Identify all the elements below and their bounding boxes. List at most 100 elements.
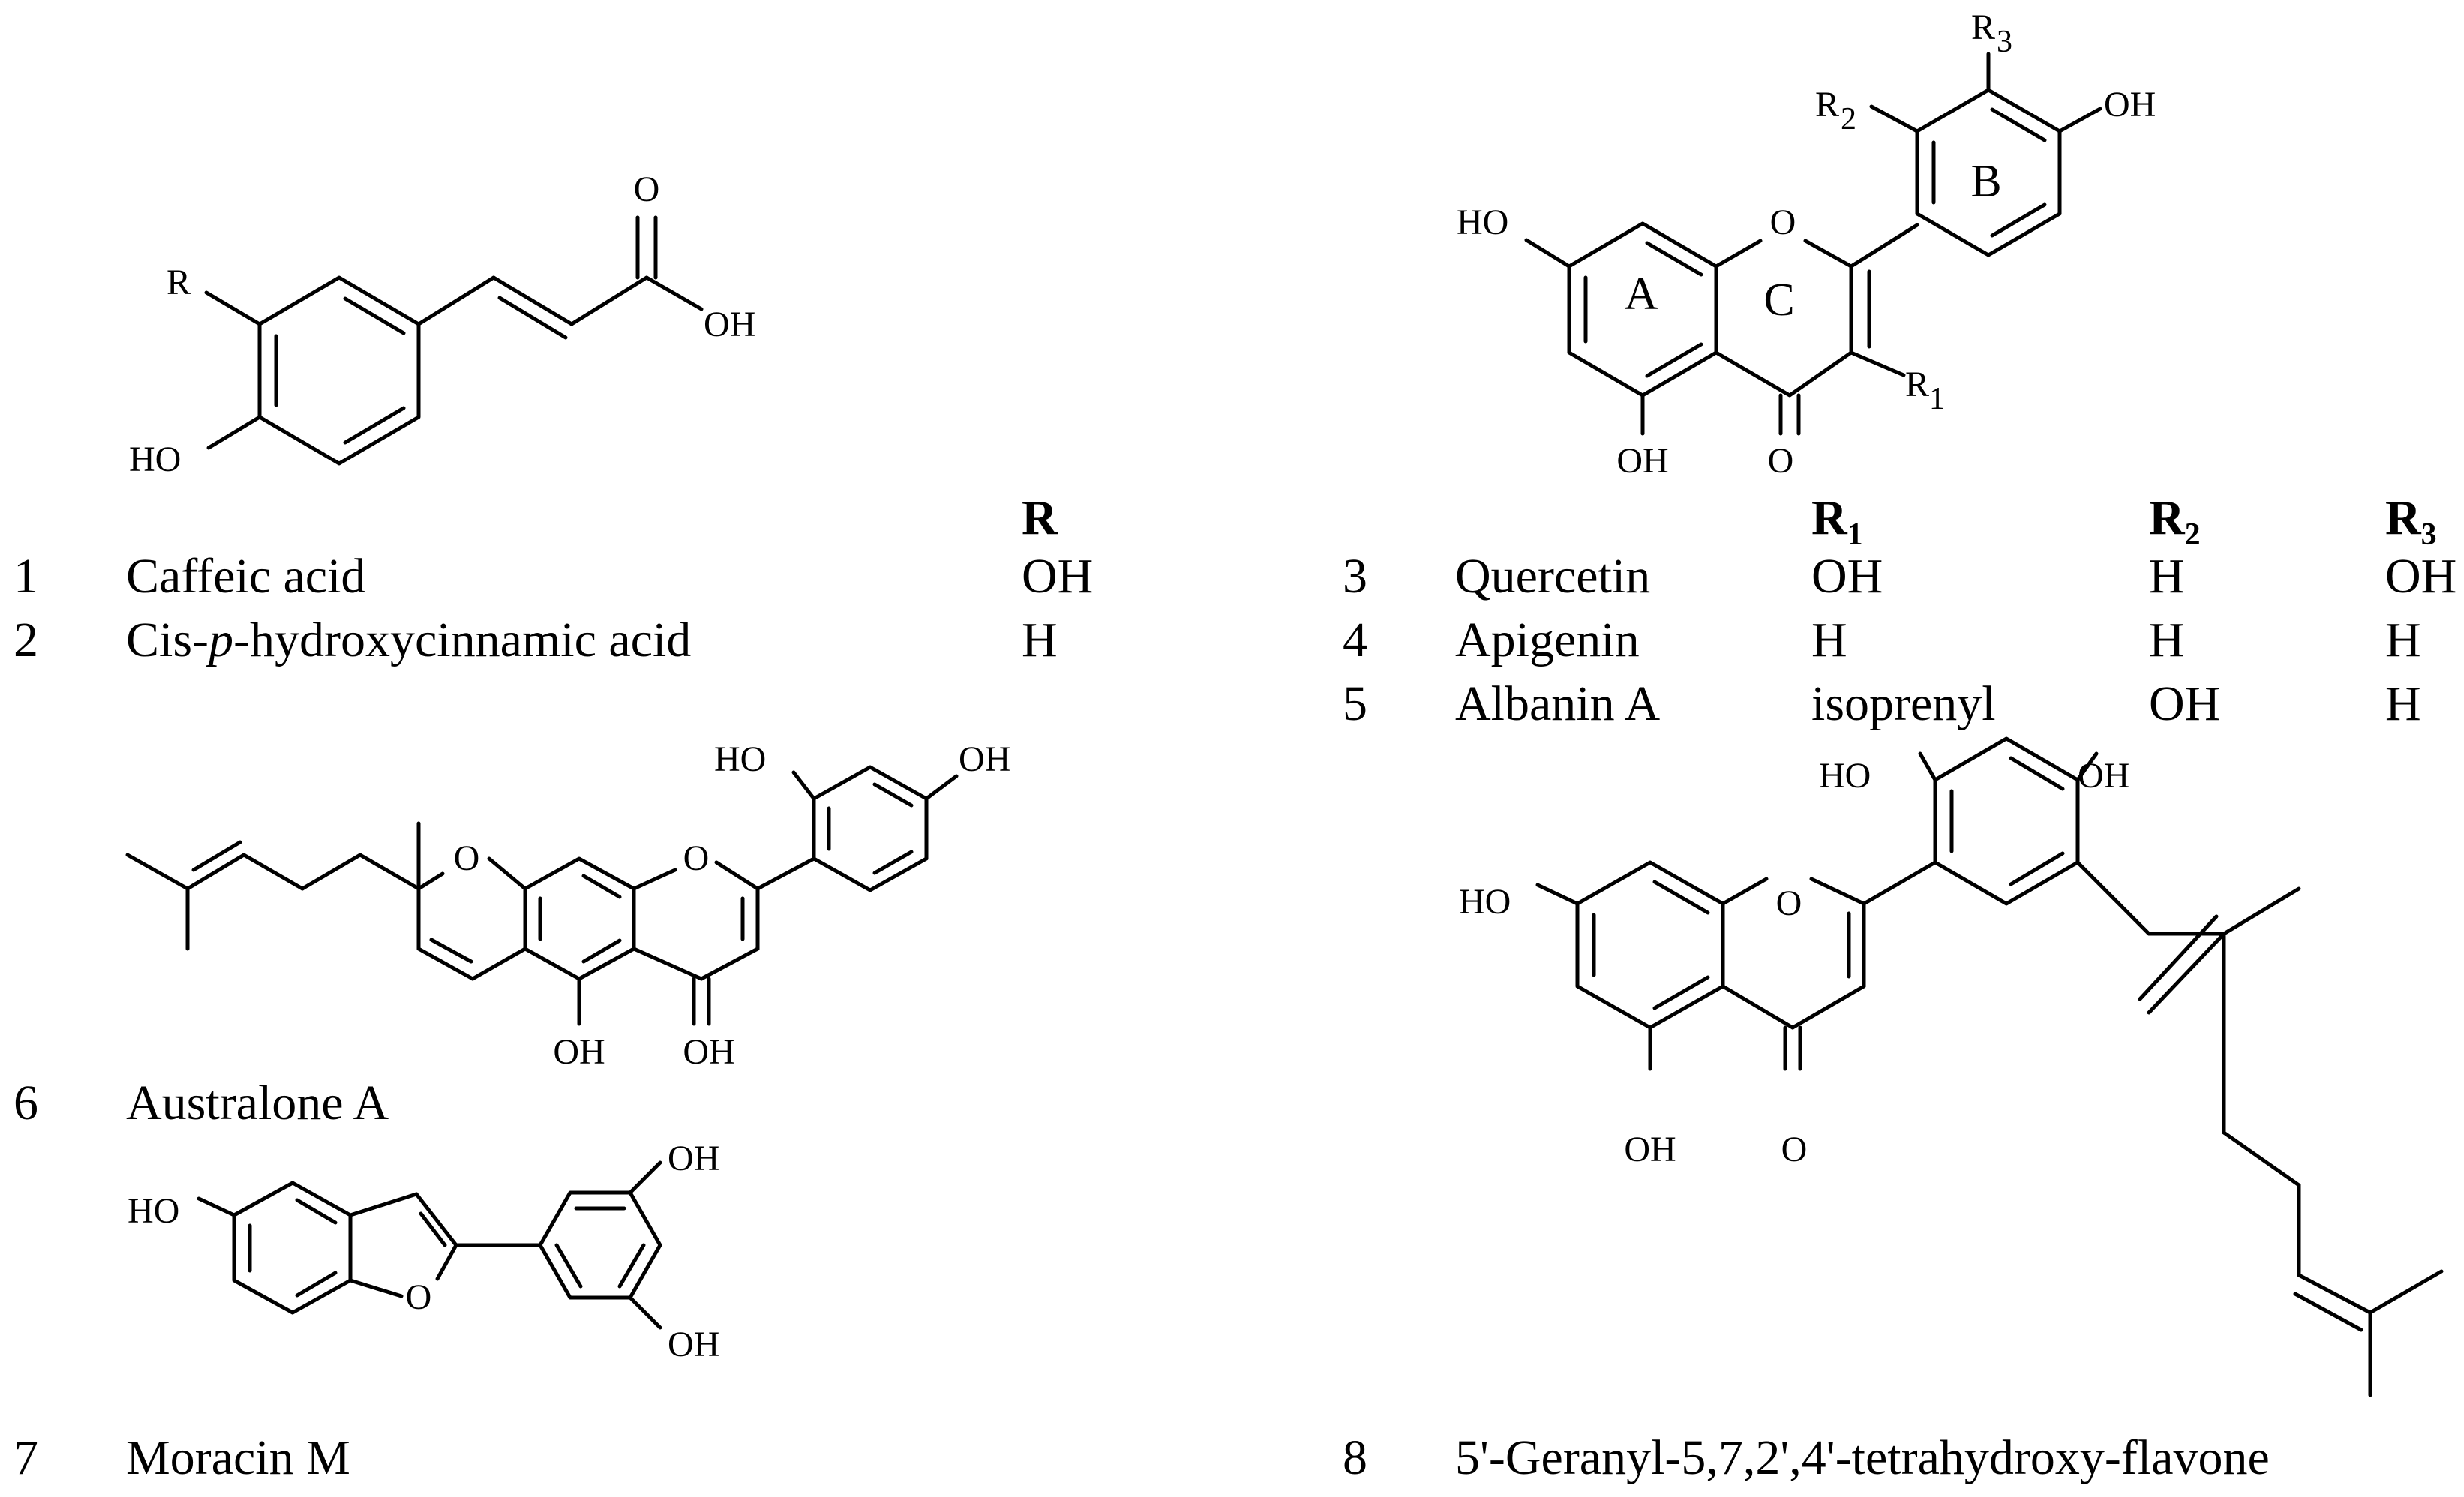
chromone-bond [632, 946, 704, 981]
compound-6-name: Australone A [126, 1076, 389, 1130]
hydroxyl-bond [644, 275, 704, 311]
aromatic-double-bond [872, 850, 914, 875]
acid-hydroxyl: OH [704, 304, 755, 344]
aromatic-double-bond [1645, 241, 1703, 277]
compound-5-number: 5 [1343, 676, 1367, 731]
compound-5-R3: H [2385, 676, 2421, 731]
compound-1-name: Caffeic acid [126, 549, 365, 604]
aromatic-double-bond [1645, 342, 1703, 378]
geranyl-bond [2368, 1269, 2444, 1315]
compound-3-R1: OH [1811, 549, 1883, 604]
phenol-hydroxyl: HO [129, 440, 181, 479]
substituent-R3-index: 3 [1997, 25, 2012, 59]
geranyl-double-bond [2138, 914, 2219, 1001]
aromatic-double-bond [581, 874, 622, 899]
compound-3-R2: H [2149, 549, 2185, 604]
aromatic-double-bond [581, 938, 622, 964]
compound-8-name: 5'-Geranyl-5,7,2',4'-tetrahydroxy-flavon… [1455, 1430, 2270, 1485]
hydroxyl-5: OH [553, 1032, 605, 1072]
hydroxyl-5-prime: OH [668, 1324, 719, 1364]
bond-to-2'-OH [791, 770, 816, 801]
bond-to-7-OH [1524, 238, 1571, 268]
geranyl-bond [2075, 860, 2151, 936]
bond-to-B [1849, 223, 1919, 268]
geranyl-bond [2222, 886, 2301, 936]
compound-8-number: 8 [1343, 1430, 1367, 1485]
carbonyl-oxygen: O [1768, 441, 1794, 481]
hydroxyl-4: OH [683, 1032, 734, 1072]
ring-label-a: A [1625, 268, 1658, 320]
aromatic-double-bond [343, 296, 406, 335]
ring-c-bond [1721, 984, 1795, 1030]
bond-to-OH-bottom [628, 1295, 662, 1330]
aromatic-double-bond [872, 782, 914, 808]
compound-4-R3: H [2385, 613, 2421, 668]
hydroxyl-4-prime: OH [2078, 756, 2129, 796]
header-R2: R2 [2149, 490, 2201, 552]
aromatic-double-bond [1652, 975, 1710, 1010]
compound-3-number: 3 [1343, 549, 1367, 604]
aromatic-double-bond [1652, 880, 1710, 915]
structure-flavonoid-core: O HO OH O R 1 R 2 R 3 OH A C B [1457, 8, 2156, 481]
hydroxyl-6: HO [128, 1191, 179, 1231]
acid-table: R 1 Caffeic acid OH 2 Cis-p-hydroxycinna… [14, 490, 1093, 668]
ring-c-bond [1809, 877, 1866, 906]
aromatic-double-bond [2009, 851, 2065, 886]
carbonyl-oxygen: O [634, 170, 660, 209]
chromone-bond [714, 860, 760, 891]
methyl-bond [125, 853, 190, 891]
chromone-bond [632, 868, 677, 891]
ring-c [1714, 238, 1763, 268]
bond-to-R1 [1849, 350, 1906, 377]
ring-c-bond [1790, 984, 1866, 1030]
hydroxyl-4-prime: OH [959, 740, 1010, 779]
furan-bond [348, 1192, 419, 1217]
header-R1: R1 [1811, 490, 1863, 552]
geranyl-double-bond [2293, 1292, 2363, 1332]
aromatic-double-bond [1990, 107, 2047, 142]
furan-bond [348, 1278, 404, 1298]
compound-3-R3: OH [2385, 549, 2456, 604]
alkene-double-bond [191, 840, 242, 872]
pyran-bond [470, 946, 527, 981]
compound-4-R1: H [1811, 613, 1847, 668]
bond-to-4'-OH [924, 774, 959, 801]
compound-5-name: Albanin A [1455, 676, 1660, 731]
hydroxyl-7: HO [1459, 882, 1511, 922]
compound-3-name: Quercetin [1455, 549, 1650, 604]
structure-australone-a: O O OH OH HO OH [125, 740, 1010, 1072]
furan-oxygen: O [406, 1277, 432, 1317]
benzene-ring [257, 275, 421, 466]
compound-4-name: Apigenin [1455, 613, 1640, 668]
side-chain-bond [416, 275, 496, 326]
substituent-R1: R [1905, 364, 1929, 404]
hydroxyl-7: HO [1457, 202, 1508, 242]
chain-bond [358, 853, 421, 891]
header-R: R [1022, 490, 1058, 545]
alkene-bond [491, 275, 574, 326]
pyran-double-bond [416, 946, 475, 981]
bond-to-OH-top [628, 1160, 662, 1195]
bond-to-4'-OH [2057, 106, 2102, 134]
aromatic-double-bond [295, 1198, 338, 1225]
ring-oxygen: O [1776, 884, 1802, 923]
compound-4-number: 4 [1343, 613, 1367, 668]
furan-bond [435, 1243, 458, 1281]
pyran-bond [487, 856, 527, 891]
ring-oxygen: O [1770, 202, 1796, 242]
bond-to-HO [206, 415, 262, 450]
structure-hydroxycinnamic-acid: O OH R HO [129, 170, 755, 479]
substituent-R: R [167, 262, 191, 302]
aromatic-double-bond [554, 1243, 583, 1288]
substituent-R2-index: 2 [1841, 102, 1856, 136]
alkene-bond [185, 853, 246, 891]
bond-to-7-OH [1535, 883, 1580, 906]
hydroxyl-2-prime: HO [714, 740, 766, 779]
hydroxyl-5: OH [1616, 441, 1668, 481]
geranyl-bond [2297, 1273, 2372, 1315]
aromatic-double-bond [1990, 202, 2047, 238]
chromone-oxygen: O [683, 838, 710, 878]
bond-to-HO [197, 1196, 236, 1217]
hydroxyl-5: OH [1624, 1130, 1676, 1169]
bond-to-4'-OH [2075, 752, 2099, 782]
